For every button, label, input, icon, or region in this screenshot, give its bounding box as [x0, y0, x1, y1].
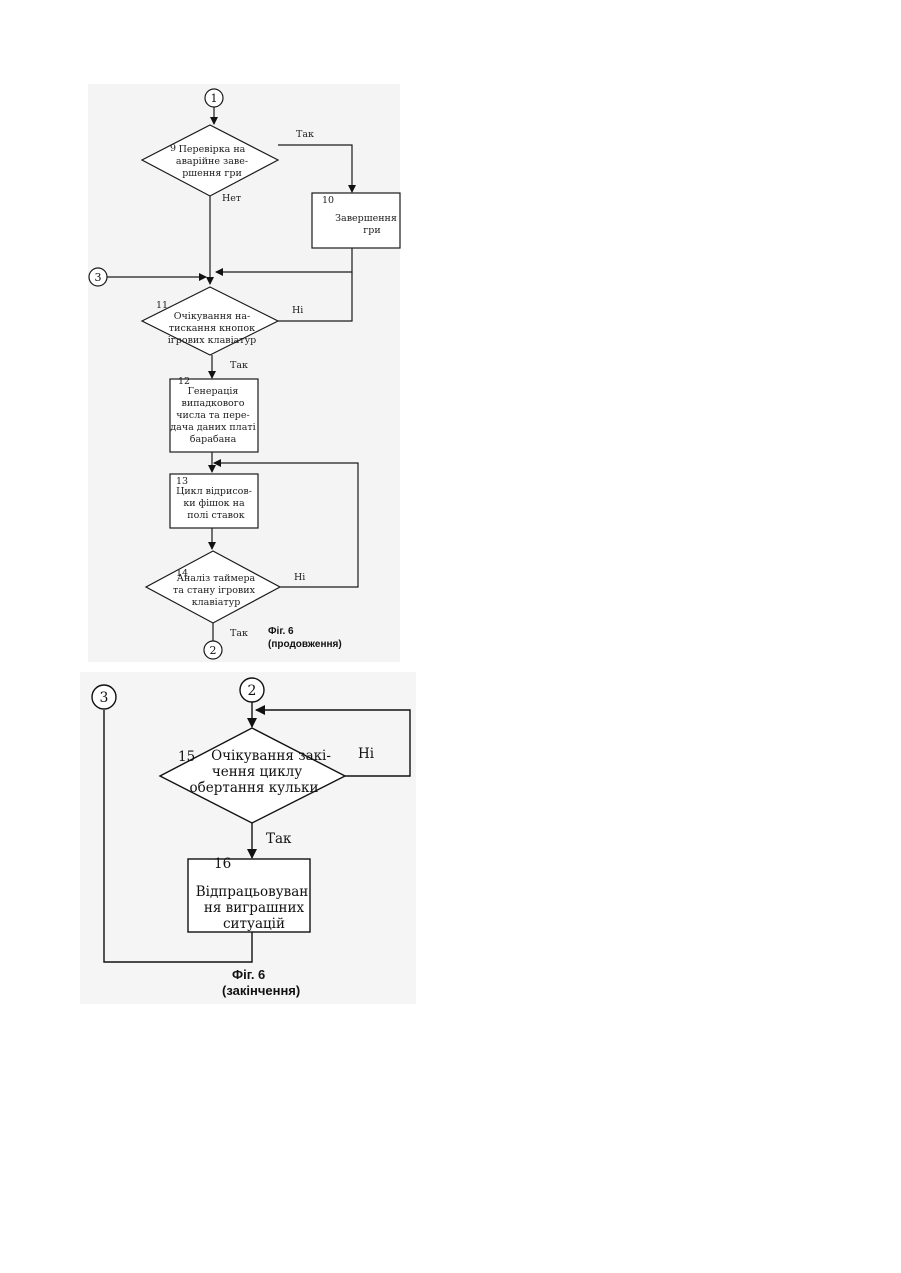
figure-caption-part1-subtitle: (продовження) [268, 639, 342, 650]
node-11-line-1: Очікування на- [174, 311, 251, 322]
process-13: 13 Цикл відрисов- ки фішок на полі ставо… [170, 474, 258, 528]
node-9-line-2: аварійне заве- [176, 156, 248, 167]
connector-2: 2 [240, 678, 264, 702]
node-14-line-3: клавіатур [192, 597, 241, 608]
node-12-line-3: числа та пере- [176, 410, 249, 421]
node-16-line-2: ня виграшних [204, 900, 305, 916]
connector-1: 1 [205, 89, 223, 107]
connector-1-label: 1 [211, 92, 218, 105]
label-yes-14: Так [230, 628, 248, 639]
connector-2-label: 2 [248, 683, 257, 699]
node-9-line-3: ршення гри [182, 168, 242, 179]
process-10: 10 Завершення гри [312, 193, 400, 248]
node-12-line-1: Генерація [188, 386, 239, 397]
node-14-line-2: та стану ігрових [173, 585, 256, 596]
node-11-line-3: ігрових клавіатур [168, 335, 257, 346]
connector-3: 3 [89, 268, 107, 286]
node-12-line-5: барабана [190, 434, 237, 445]
node-15-number: 15 [178, 749, 195, 765]
connector-3-end: 3 [92, 685, 116, 709]
node-15-line-2: чення циклу [212, 764, 302, 780]
node-10-line-1: Завершення [335, 213, 397, 224]
node-11-number: 11 [156, 300, 168, 311]
node-13-line-3: полі ставок [187, 510, 244, 521]
figure-caption-part2-subtitle: (закінчення) [222, 983, 300, 998]
node-13-line-2: ки фішок на [183, 498, 245, 509]
node-10-line-2: гри [363, 225, 380, 236]
node-15-line-1: Очікування закі- [211, 748, 331, 764]
node-16-number: 16 [214, 856, 231, 872]
label-no-11: Ні [292, 305, 303, 316]
label-no-14: Ні [294, 572, 305, 583]
node-10-number: 10 [322, 195, 334, 206]
node-15-line-3: обертання кульки [190, 780, 319, 796]
label-no-9: Нет [222, 193, 241, 204]
label-yes-15: Так [266, 831, 292, 847]
node-12-line-2: випадкового [182, 398, 245, 409]
label-yes-9: Так [296, 129, 314, 140]
connector-2-end: 2 [204, 641, 222, 659]
label-yes-11: Так [230, 360, 248, 371]
process-12: 12 Генерація випадкового числа та пере- … [170, 376, 258, 452]
node-16-line-3: ситуацій [223, 916, 285, 932]
node-16-line-1: Відпрацьовуван [196, 884, 309, 900]
figure-caption-part1-title: Фіг. 6 [268, 626, 294, 637]
label-no-15: Ні [358, 746, 375, 762]
connector-3-end-label: 3 [100, 690, 109, 706]
node-9-line-1: Перевірка на [179, 144, 246, 155]
node-14-line-1: Аналіз таймера [177, 573, 256, 584]
connector-3-label: 3 [95, 271, 102, 284]
node-11-line-2: тискання кнопок [169, 323, 255, 334]
process-16: 16 Відпрацьовуван ня виграшних ситуацій [188, 856, 310, 932]
figure-caption-part2-title: Фіг. 6 [232, 967, 265, 982]
node-9-number: 9 [170, 143, 176, 154]
connector-2-end-label: 2 [210, 644, 217, 657]
node-12-line-4: дача даних платі [170, 422, 255, 433]
scan-panel-bottom [80, 672, 416, 1004]
node-13-line-1: Цикл відрисов- [176, 486, 252, 497]
